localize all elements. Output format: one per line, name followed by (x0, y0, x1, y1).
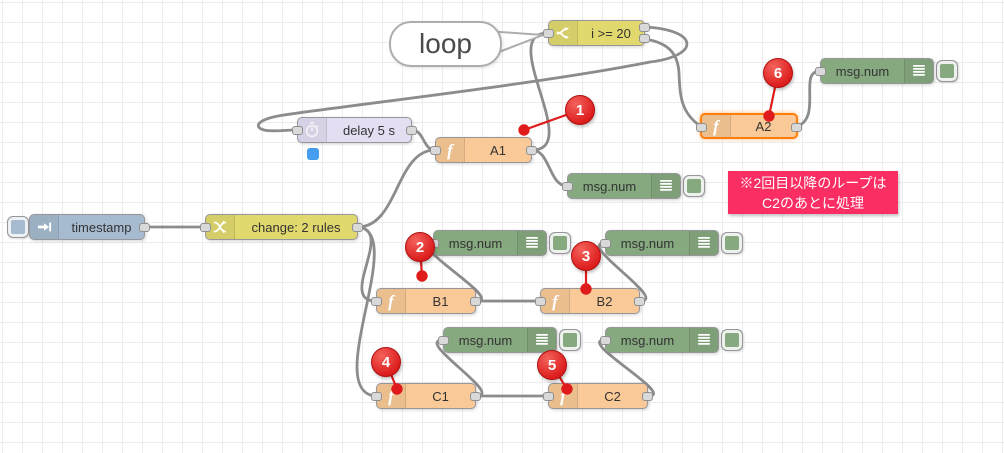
node-label: msg.num (582, 178, 637, 194)
function-icon: f (541, 289, 570, 313)
input-port[interactable] (438, 336, 449, 345)
output-port[interactable] (634, 297, 645, 306)
debug-icon (904, 59, 933, 83)
node-label: B2 (596, 293, 613, 309)
marker-badge-6: 6 (763, 58, 793, 88)
output-port-1[interactable] (639, 23, 650, 32)
marker-badge-5: 5 (537, 350, 567, 380)
output-port[interactable] (470, 392, 481, 401)
node-function-c2[interactable]: f C2 (543, 383, 653, 409)
node-label: msg.num (835, 63, 890, 79)
node-label: A1 (490, 142, 506, 158)
node-label: i >= 20 (591, 25, 631, 41)
output-port[interactable] (642, 392, 653, 401)
node-switch[interactable]: i >= 20 (543, 20, 650, 46)
input-port[interactable] (292, 126, 303, 135)
wire-a1-to-debug[interactable] (530, 148, 569, 188)
node-label: C1 (432, 388, 449, 404)
node-label: A2 (755, 118, 772, 134)
marker-dot-2 (416, 270, 428, 282)
node-debug-2[interactable]: msg.num (562, 173, 681, 199)
node-label: msg.num (458, 332, 513, 348)
wire-a2-to-debug[interactable] (796, 69, 822, 128)
node-function-a1[interactable]: f A1 (430, 137, 537, 163)
node-label: msg.num (620, 332, 675, 348)
node-function-b1[interactable]: f B1 (371, 288, 481, 314)
input-port[interactable] (543, 392, 554, 401)
input-port[interactable] (600, 336, 611, 345)
node-debug-4[interactable]: msg.num (600, 230, 719, 256)
wire-change-to-b1[interactable] (356, 225, 377, 303)
node-debug-1[interactable]: msg.num (815, 58, 934, 84)
node-label: C2 (604, 388, 621, 404)
marker-badge-1: 1 (565, 95, 595, 125)
node-debug-3[interactable]: msg.num (428, 230, 547, 256)
node-debug-5[interactable]: msg.num (438, 327, 557, 353)
input-port[interactable] (371, 297, 382, 306)
input-port[interactable] (543, 29, 554, 38)
marker-badge-3: 3 (571, 241, 601, 271)
node-function-c1[interactable]: f C1 (371, 383, 481, 409)
debug-toggle-button[interactable] (683, 175, 705, 197)
debug-icon (651, 174, 680, 198)
marker-dot-1 (518, 124, 530, 136)
output-port[interactable] (352, 223, 363, 232)
output-port[interactable] (406, 126, 417, 135)
node-label: B1 (432, 293, 449, 309)
wire-change-to-c1[interactable] (355, 225, 377, 398)
node-function-b2[interactable]: f B2 (535, 288, 645, 314)
inject-button[interactable] (7, 216, 29, 238)
node-label: msg.num (620, 235, 675, 251)
marker-badge-4: 4 (371, 347, 401, 377)
comment-line-2: C2のあとに処理 (762, 194, 864, 211)
debug-toggle-button[interactable] (721, 329, 743, 351)
debug-toggle-button[interactable] (559, 329, 581, 351)
marker-badge-2: 2 (405, 232, 435, 262)
output-port[interactable] (470, 297, 481, 306)
debug-toggle-button[interactable] (936, 60, 958, 82)
comment-line-1: ※2回目以降のループは (739, 174, 887, 191)
output-port[interactable] (791, 123, 802, 132)
input-port[interactable] (562, 182, 573, 191)
function-icon: f (702, 115, 731, 137)
wire-a1-to-switch[interactable] (529, 31, 551, 152)
node-label: delay 5 s (342, 122, 396, 138)
input-port[interactable] (535, 297, 546, 306)
debug-icon (517, 231, 546, 255)
debug-icon (689, 328, 718, 352)
wire-change-to-a1[interactable] (356, 148, 437, 229)
delay-status-dot (307, 148, 319, 160)
input-port[interactable] (200, 223, 211, 232)
node-delay[interactable]: delay 5 s (292, 117, 417, 143)
debug-icon (527, 328, 556, 352)
input-port[interactable] (815, 67, 826, 76)
output-port[interactable] (526, 146, 537, 155)
input-port[interactable] (371, 392, 382, 401)
input-port[interactable] (430, 146, 441, 155)
node-label: msg.num (448, 235, 503, 251)
node-function-a2[interactable]: f A2 (696, 113, 802, 139)
input-port[interactable] (600, 239, 611, 248)
loop-label: loop (419, 28, 472, 59)
wire-switch-to-a2[interactable] (643, 37, 702, 128)
node-debug-6[interactable]: msg.num (600, 327, 719, 353)
inject-icon (30, 215, 59, 239)
comment-note: ※2回目以降のループは C2のあとに処理 (728, 171, 898, 214)
output-port[interactable] (139, 223, 150, 232)
node-label: timestamp (71, 219, 132, 235)
input-port[interactable] (696, 123, 707, 132)
loop-speech-bubble: loop (389, 21, 502, 67)
debug-toggle-button[interactable] (721, 232, 743, 254)
debug-icon (689, 231, 718, 255)
debug-toggle-button[interactable] (549, 232, 571, 254)
node-inject-timestamp[interactable]: timestamp (29, 214, 150, 240)
node-change[interactable]: change: 2 rules (200, 214, 363, 240)
node-label: change: 2 rules (251, 219, 341, 235)
output-port-2[interactable] (639, 34, 650, 43)
